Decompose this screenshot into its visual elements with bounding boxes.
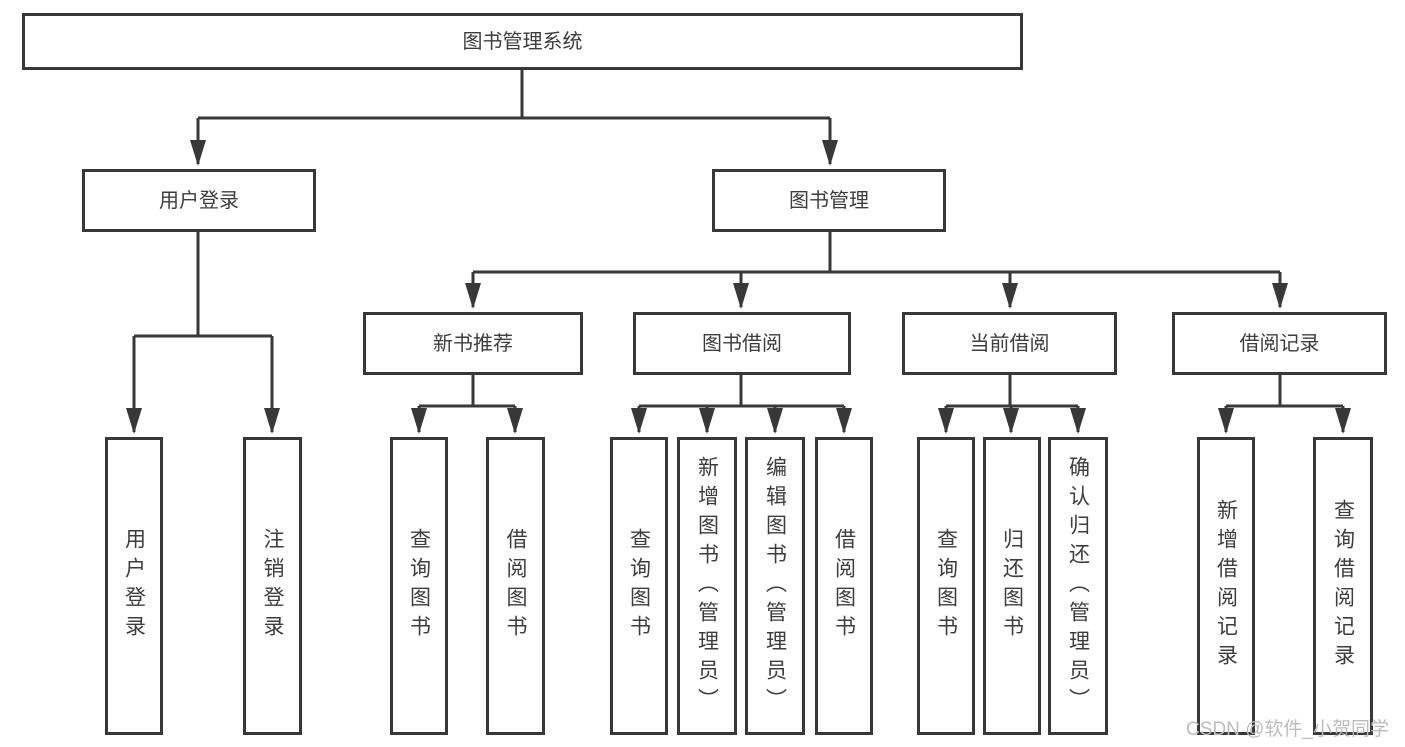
node-leaf-borrow-books-2-label: 借阅图书 [832,528,856,644]
node-leaf-query-books-2-label: 查询图书 [627,528,651,644]
node-leaf-borrow-books-2: 借阅图书 [815,437,873,735]
node-leaf-query-books-2: 查询图书 [610,437,668,735]
node-leaf-query-books-1: 查询图书 [390,437,448,735]
node-leaf-return-books-label: 归还图书 [1000,528,1024,644]
node-leaf-add-books-admin: 新增图书（管理员） [677,437,737,735]
node-leaf-add-borrow-record-label: 新增借阅记录 [1214,499,1238,673]
node-leaf-add-books-admin-label: 新增图书（管理员） [695,455,719,717]
node-leaf-confirm-return-admin: 确认归还（管理员） [1048,437,1108,735]
watermark: CSDN @软件_小贺同学 [1186,719,1389,740]
node-leaf-add-borrow-record: 新增借阅记录 [1197,437,1255,735]
node-leaf-query-books-1-label: 查询图书 [407,528,431,644]
node-leaf-query-books-3: 查询图书 [917,437,975,735]
connector-arrows [126,118,1351,434]
node-leaf-user-login: 用户登录 [105,437,163,735]
node-root: 图书管理系统 [22,13,1023,70]
node-borrow-records-label: 借阅记录 [1239,332,1320,355]
node-leaf-logout: 注销登录 [243,437,302,735]
node-leaf-user-login-label: 用户登录 [122,528,146,644]
node-leaf-query-books-3-label: 查询图书 [934,528,958,644]
node-borrow-records: 借阅记录 [1172,312,1387,375]
node-book-management-label: 图书管理 [789,189,869,212]
node-leaf-edit-books-admin-label: 编辑图书（管理员） [763,455,787,717]
node-leaf-borrow-books-1: 借阅图书 [486,437,545,735]
node-current-borrow: 当前借阅 [902,312,1117,375]
node-leaf-query-borrow-record-label: 查询借阅记录 [1331,499,1355,673]
node-new-book-recommend: 新书推荐 [363,312,583,375]
node-new-book-recommend-label: 新书推荐 [433,332,513,355]
node-leaf-query-borrow-record: 查询借阅记录 [1313,437,1373,735]
node-book-borrow: 图书借阅 [633,312,851,375]
node-user-login-label: 用户登录 [159,189,239,212]
node-current-borrow-label: 当前借阅 [969,332,1050,355]
node-root-label: 图书管理系统 [462,30,583,53]
node-user-login: 用户登录 [82,169,316,232]
node-leaf-borrow-books-1-label: 借阅图书 [504,528,527,644]
node-leaf-return-books: 归还图书 [983,437,1041,735]
node-leaf-logout-label: 注销登录 [261,528,284,644]
node-book-borrow-label: 图书借阅 [702,332,782,355]
node-leaf-confirm-return-admin-label: 确认归还（管理员） [1066,455,1090,717]
node-leaf-edit-books-admin: 编辑图书（管理员） [745,437,805,735]
node-book-management: 图书管理 [712,169,946,232]
